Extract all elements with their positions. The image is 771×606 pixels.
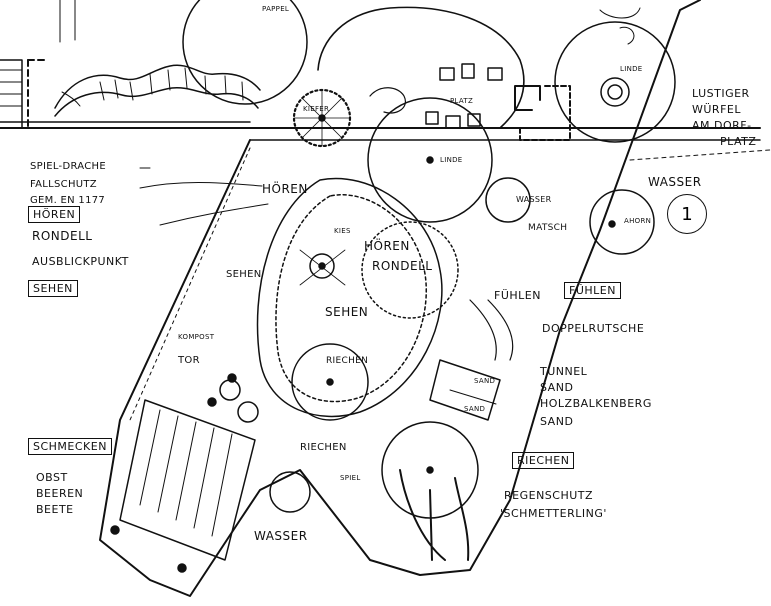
dorfplatz-elements — [367, 63, 571, 223]
label-kompost-tor: TOR — [178, 355, 200, 366]
label-hoeren-rondell-2: RONDELL — [372, 259, 433, 273]
annotation-regenschutz: REGENSCHUTZ — [504, 489, 594, 502]
label-sand-2: SAND — [464, 405, 486, 413]
tree-canopies-top — [182, 0, 676, 143]
annotation-wasser-right: WASSER — [648, 175, 702, 189]
label-hoeren-rondell-1: HÖREN — [364, 239, 410, 253]
annotation-fuehlen-box: FÜHLEN — [564, 282, 621, 299]
label-kiefer: KIEFER — [303, 105, 330, 113]
annotation-beeren: BEEREN — [36, 487, 84, 500]
annotation-leader-lines — [139, 149, 771, 226]
sheet-number-circle: 1 — [667, 194, 707, 234]
label-sehen-center: SEHEN — [325, 305, 369, 319]
label-spiel-near: SPIEL — [340, 474, 361, 482]
annotation-riechen-box: RIECHEN — [512, 452, 575, 469]
label-riechen-2: RIECHEN — [300, 442, 347, 453]
annotation-doppelrutsche: DOPPELRUTSCHE — [542, 322, 645, 335]
spiel-drache-shape — [54, 64, 261, 117]
annotation-platz: PLATZ — [720, 135, 757, 148]
label-sand-1: SAND — [474, 377, 496, 385]
annotation-schmecken-box: SCHMECKEN — [28, 438, 112, 455]
central-oval-path — [256, 177, 443, 418]
annotation-hoeren-box: HÖREN — [28, 206, 81, 223]
label-kompost: KOMPOST — [178, 333, 215, 341]
label-platz: PLATZ — [450, 97, 474, 105]
annotation-schmetterling: 'SCHMETTERLING' — [500, 507, 607, 520]
annotation-spiel-drache: SPIEL-DRACHE — [30, 161, 106, 172]
annotation-wuerfel: WÜRFEL — [692, 103, 741, 116]
schmecken-beds — [110, 373, 256, 573]
label-hoeren-center: HÖREN — [262, 182, 308, 196]
label-wasser-matsch-1: WASSER — [516, 195, 552, 204]
annotation-tunnel: TUNNEL — [540, 365, 588, 378]
annotation-lustiger: LUSTIGER — [692, 87, 750, 100]
annotation-beete: BEETE — [36, 503, 74, 516]
label-wasser-matsch-2: MATSCH — [528, 223, 568, 233]
sand-play-area — [429, 299, 514, 421]
annotation-sand-2: SAND — [540, 415, 574, 428]
annotation-gem-en: GEM. EN 1177 — [30, 195, 106, 206]
annotation-sehen-box: SEHEN — [28, 280, 78, 297]
annotation-obst: OBST — [36, 471, 68, 484]
annotation-fallschutz: FALLSCHUTZ — [30, 179, 97, 190]
annotation-rondell: RONDELL — [32, 229, 93, 243]
label-sehen-left: SEHEN — [226, 269, 262, 280]
label-riechen-1: RIECHEN — [326, 356, 369, 366]
label-fuehlen-center: FÜHLEN — [494, 289, 541, 302]
top-path-band — [0, 0, 761, 141]
annotation-am-dorf: AM DORF- — [692, 119, 752, 132]
kiefer-tree — [292, 88, 352, 148]
label-pappel: PAPPEL — [262, 5, 290, 13]
label-linde-mid: LINDE — [440, 156, 463, 164]
annotation-sand: SAND — [540, 381, 574, 394]
label-linde-top: LINDE — [620, 65, 643, 73]
label-kies: KIES — [334, 227, 351, 235]
label-ahorn: AHORN — [624, 217, 652, 225]
riechen-trees — [219, 343, 479, 561]
garden-boundary — [99, 0, 701, 597]
annotation-ausblickpunkt: AUSBLICKPUNKT — [32, 255, 129, 268]
label-wasser-bottom: WASSER — [254, 529, 308, 543]
hoeren-rondell — [299, 221, 459, 319]
ahorn-tree — [485, 177, 655, 255]
annotation-holzbalkenberg: HOLZBALKENBERG — [540, 397, 652, 410]
